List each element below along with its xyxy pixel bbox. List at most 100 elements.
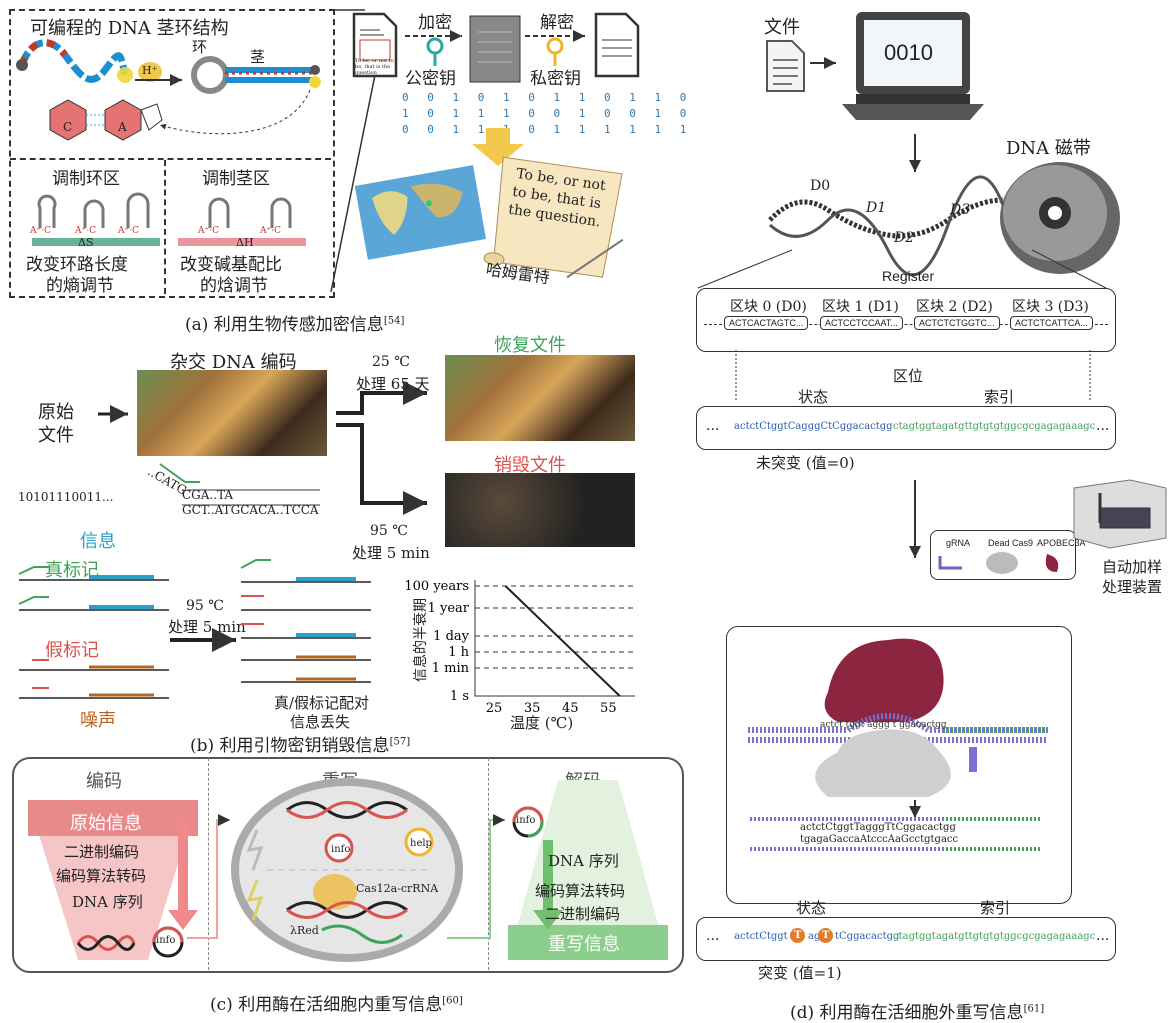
cas12a-label: Cas12a-crRNA (356, 882, 439, 895)
block1-label: 区块 1 (D1) (822, 299, 899, 315)
original-file-line1: 原始 (38, 402, 74, 423)
nucleotide-a: A (118, 120, 127, 134)
block0-label: 区块 0 (D0) (730, 299, 807, 315)
state-label-1: 状态 (798, 388, 829, 406)
binary-row-1: 0 0 1 0 1 0 1 1 0 1 1 0 (402, 91, 693, 104)
info-plasmid-1 (152, 926, 184, 958)
document-icon-decrypted (594, 12, 640, 78)
encode-heading: 编码 (86, 771, 122, 792)
y-tick-label: 1 s (450, 689, 469, 704)
ellipsis-right-2: ... (1096, 928, 1110, 944)
panel-c-box (12, 757, 684, 973)
y-tick-label: 1 h (448, 645, 469, 660)
cond-25c: 25 ℃ (372, 354, 410, 370)
mutation-marker-1 (790, 928, 805, 943)
dcas9-label: Dead Cas9 (988, 538, 1034, 548)
encode-funnel (28, 800, 198, 960)
x-tick-label: 45 (562, 701, 579, 716)
index-label-1: 索引 (984, 388, 1015, 406)
y-tick-label: 100 years (404, 579, 469, 594)
register-label: Register (882, 268, 935, 284)
mutated-seq-c: tCggacactgg (835, 931, 900, 942)
hplus-badge: H⁺ (142, 64, 158, 77)
funnel-transcode: 编码算法转码 (56, 867, 147, 885)
funnel-binary: 二进制编码 (64, 843, 140, 861)
binary-row-2: 1 0 1 1 1 0 0 1 0 0 1 0 (402, 107, 693, 120)
info-label-1: info (156, 935, 176, 946)
destroyed-file-label: 销毁文件 (494, 455, 566, 476)
stack-binary: 二进制编码 (545, 905, 621, 923)
pair-label-1: A⁺·C (30, 226, 51, 236)
pair-label-2: A⁺·C (75, 226, 96, 236)
mutated-base-2: T (822, 930, 830, 941)
zoom-connector-lines (330, 9, 376, 293)
stack-dna: DNA 序列 (548, 852, 619, 870)
mutated-label: 突变 (值=1) (758, 964, 842, 982)
decrypt-label: 解密 (540, 13, 574, 33)
chart-axes (474, 580, 635, 697)
hybrid-encoding-title: 杂交 DNA 编码 (170, 352, 297, 373)
delta-h: ΔH (236, 236, 254, 249)
y-tick-label: 1 year (428, 601, 470, 616)
doc-quote-small: To be, or not to be, that is the questio… (355, 58, 394, 76)
arrow-file-laptop (810, 57, 836, 69)
tag-strands-left (18, 566, 169, 699)
block3-label: 区块 3 (D3) (1012, 299, 1089, 315)
stem-desc-1: 改变碱基配比 (180, 255, 282, 275)
autosampler-line1: 自动加样 (1102, 558, 1163, 576)
bit-position-label: 区位 (893, 367, 924, 385)
loop-desc-2: 的熵调节 (46, 276, 114, 296)
unmutated-state-seq: actctCtggtCagggCtCggacactgg (734, 421, 893, 432)
arrow-down-3 (909, 800, 921, 818)
encrypt-label: 加密 (418, 13, 452, 33)
arrow-down-2 (909, 480, 921, 558)
painting-restored (445, 355, 635, 441)
info-label-cell: info (331, 844, 351, 855)
dna-helix-red (76, 935, 136, 951)
edited-bottom-seq: tgagaGaccaAtcccAaGcctgtgacc (800, 834, 959, 845)
cond-65days: 处理 65 天 (356, 375, 430, 393)
d2-label: D2 (894, 230, 915, 246)
loss-line1: 真/假标记配对 (274, 694, 370, 712)
file-icon (766, 40, 805, 92)
chart-xlabel: 温度 (℃) (510, 714, 574, 732)
mutated-index-seq: ctagtggtagatgttgtgtgtggcgcgagagaaagc (893, 931, 1096, 942)
panel-a-divider-h (10, 158, 331, 160)
branch-arrows (336, 381, 427, 515)
ellipsis-right-1: ... (1096, 418, 1110, 434)
index-label-2: 索引 (980, 899, 1011, 917)
private-key-label: 私密钥 (530, 69, 581, 89)
unmutated-label: 未突变 (值=0) (756, 454, 855, 472)
unmutated-index-seq: ctagtggtagatgttgtgtgtggcgcgagagaaagc (893, 421, 1096, 432)
block3-seq: ACTCTCATTCA... (1010, 316, 1093, 330)
delta-s: ΔS (78, 236, 94, 249)
chart-ylabel: 信息的半衰期 (413, 598, 429, 682)
stack-rewrite: 重写信息 (548, 934, 620, 955)
cond-95c: 95 ℃ (370, 523, 408, 539)
arrow-into-cell (187, 814, 230, 939)
mutated-seq-box (696, 917, 1116, 961)
panel-a-left-box (9, 9, 335, 298)
x-tick-label: 25 (486, 701, 503, 716)
fake-tag-label: 假标记 (45, 640, 99, 661)
true-tag-label: 真标记 (45, 560, 99, 581)
loss-line2: 信息丢失 (290, 713, 351, 731)
world-map-image (354, 165, 487, 260)
ellipsis-left-2: ... (706, 928, 720, 944)
file-label: 文件 (764, 17, 800, 38)
dna-tape-reel (1000, 162, 1120, 274)
arrow-down-1 (909, 134, 921, 172)
autosampler-device (1073, 479, 1167, 549)
state-label-2: 状态 (796, 899, 827, 917)
grna-label: gRNA (946, 538, 971, 548)
cond-5min: 处理 5 min (352, 544, 430, 562)
stemloop-title: 可编程的 DNA 茎环结构 (30, 18, 229, 39)
pair-label-5: A⁺·C (260, 226, 281, 236)
info-plasmid-2 (512, 806, 544, 838)
document-icon-plain (352, 12, 398, 78)
d0-label: D0 (810, 178, 831, 194)
bitstring: 10101110011... (18, 490, 114, 504)
arrow-to-painting (98, 405, 128, 423)
d3-label: D3 (950, 202, 971, 218)
down-arrow-yellow (472, 128, 524, 166)
